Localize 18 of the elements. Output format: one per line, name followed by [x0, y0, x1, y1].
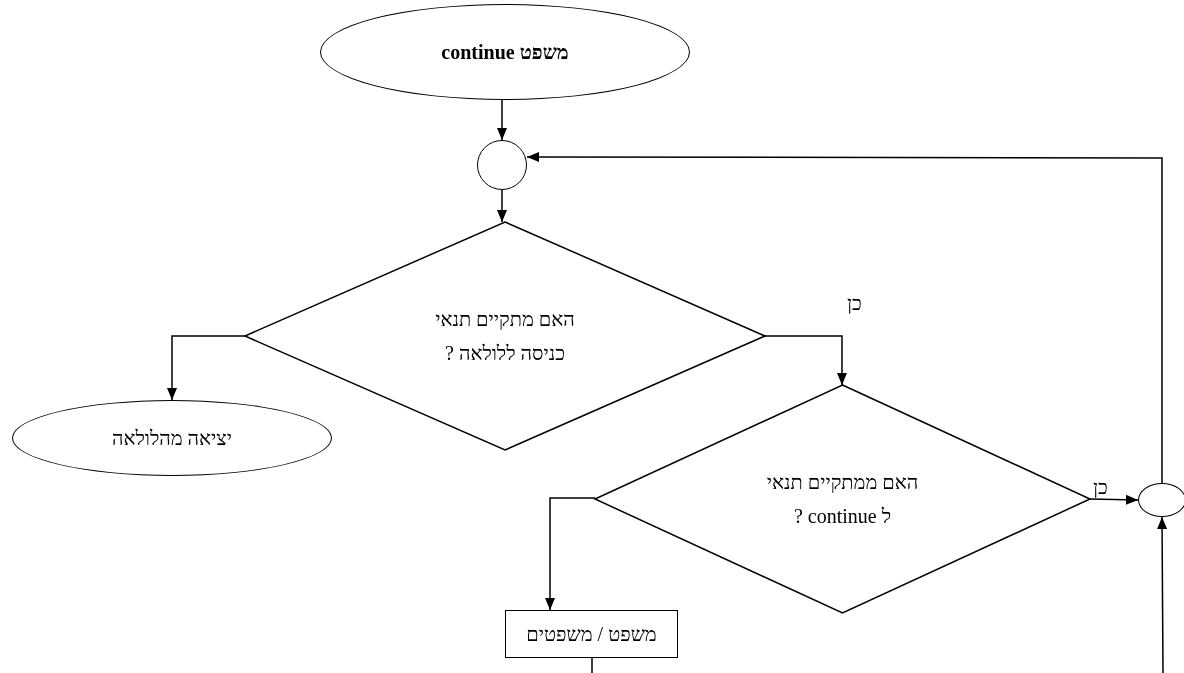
arrow	[167, 335, 246, 401]
question-text: האם מתקיים תנאי כניסה ללולאה ?	[435, 307, 575, 366]
arrow	[545, 497, 596, 611]
decision-diamond	[595, 385, 1090, 613]
arrow	[526, 152, 1163, 484]
arrow	[497, 99, 507, 141]
arrow	[1089, 494, 1139, 505]
terminal-text: משפט continue	[441, 40, 569, 65]
statement-text: משפט / משפטים	[526, 622, 657, 647]
decision-diamond	[245, 222, 765, 450]
arrow	[1157, 516, 1168, 673]
connector-line	[591, 657, 593, 673]
arrow	[497, 189, 507, 223]
terminal-text: יציאה מהלולאה	[111, 426, 233, 451]
arrow	[764, 335, 847, 386]
process-box	[505, 610, 678, 658]
question-text: האם ממתקיים תנאי ל continue ?	[766, 470, 919, 529]
connector-circle	[477, 140, 527, 190]
